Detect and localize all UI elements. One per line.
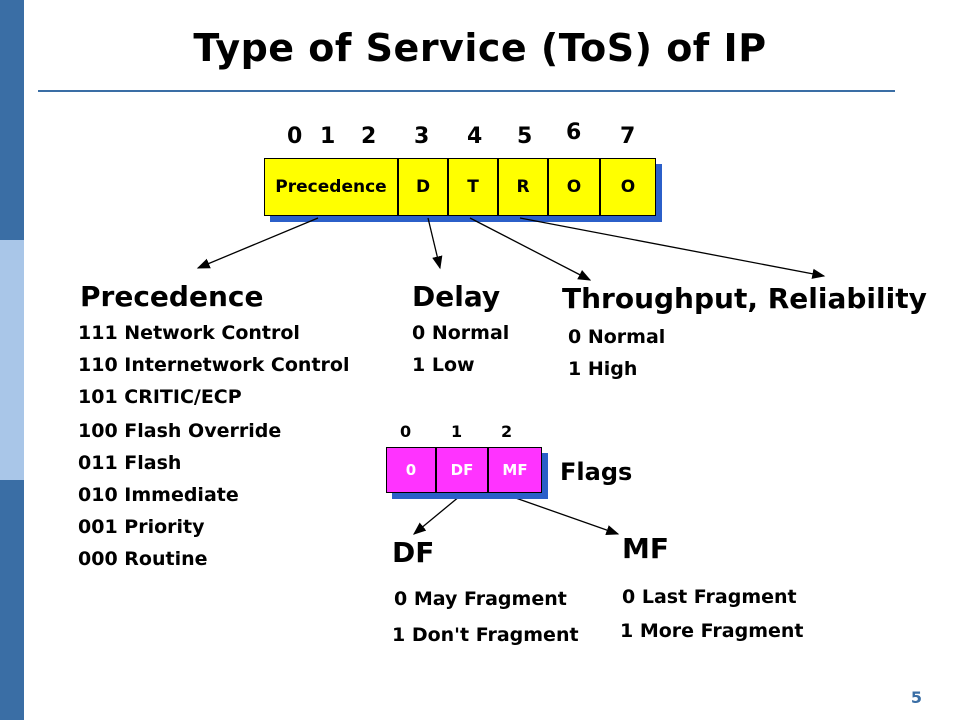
tos-bit-1: 1: [320, 124, 336, 149]
arrow-precedence: [196, 217, 319, 269]
tos-bit-4: 4: [467, 124, 483, 149]
flag-field-mf: MF: [488, 447, 542, 493]
delay-line: 1 Low: [412, 354, 475, 376]
precedence-line: 011 Flash: [78, 452, 182, 474]
tos-field-o1: O: [548, 158, 600, 216]
precedence-line: 010 Immediate: [78, 484, 239, 506]
delay-heading: Delay: [412, 280, 501, 313]
flags-label: Flags: [560, 458, 633, 486]
delay-line: 0 Normal: [412, 322, 510, 344]
left-accent-bar-highlight: [0, 240, 24, 480]
mf-heading: MF: [622, 532, 669, 565]
tos-bit-3: 3: [414, 124, 430, 149]
tos-bit-2: 2: [361, 124, 377, 149]
precedence-line: 000 Routine: [78, 548, 208, 570]
flag-field-reserved: 0: [386, 447, 436, 493]
tos-field-d: D: [398, 158, 448, 216]
throughput-reliability-heading: Throughput, Reliability: [562, 282, 927, 315]
arrow-delay: [427, 217, 443, 270]
slide-title: Type of Service (ToS) of IP: [193, 26, 767, 70]
precedence-heading: Precedence: [80, 280, 264, 313]
title-underline: [38, 90, 895, 92]
flag-bit-2: 2: [501, 422, 513, 441]
tos-bit-5: 5: [517, 124, 533, 149]
throughput-line: 0 Normal: [568, 326, 666, 348]
arrow-mf: [509, 495, 620, 536]
throughput-line: 1 High: [568, 358, 638, 380]
arrow-reliability: [519, 217, 826, 279]
arrow-throughput: [469, 217, 592, 281]
left-accent-bar: [0, 0, 24, 720]
precedence-line: 101 CRITIC/ECP: [78, 386, 242, 408]
tos-field-r: R: [498, 158, 548, 216]
flag-bit-1: 1: [451, 422, 463, 441]
df-line: 1 Don't Fragment: [392, 624, 579, 646]
flag-bit-0: 0: [400, 422, 412, 441]
tos-bit-7: 7: [620, 124, 636, 149]
df-line: 0 May Fragment: [394, 588, 567, 610]
precedence-line: 111 Network Control: [78, 322, 300, 344]
tos-bit-0: 0: [287, 124, 303, 149]
tos-field-o2: O: [600, 158, 656, 216]
flag-field-df: DF: [436, 447, 488, 493]
tos-field-t: T: [448, 158, 498, 216]
mf-line: 0 Last Fragment: [622, 586, 797, 608]
page-number: 5: [910, 688, 922, 707]
arrow-df: [412, 495, 461, 535]
precedence-line: 001 Priority: [78, 516, 205, 538]
mf-line: 1 More Fragment: [620, 620, 804, 642]
df-heading: DF: [392, 536, 435, 569]
tos-bit-6: 6: [566, 120, 582, 145]
precedence-line: 100 Flash Override: [78, 420, 282, 442]
tos-field-precedence: Precedence: [264, 158, 398, 216]
precedence-line: 110 Internetwork Control: [78, 354, 350, 376]
